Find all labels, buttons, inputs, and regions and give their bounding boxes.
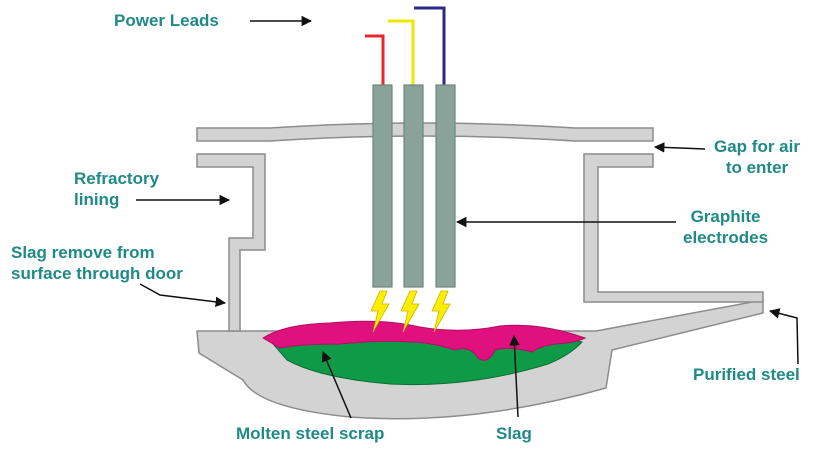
arrow-slag (509, 334, 520, 418)
arrow-gap-for-air (653, 142, 706, 153)
graphite-electrode-3 (435, 84, 456, 288)
power-lead-blue (414, 6, 446, 86)
label-purified-steel: Purified steel (693, 365, 800, 384)
label-molten-steel-scrap: Molten steel scrap (236, 424, 385, 443)
arc-spark-3 (431, 290, 451, 333)
power-lead-red (365, 34, 385, 86)
furnace-roof (196, 122, 654, 142)
graphite-electrode-1 (372, 84, 393, 288)
label-gap-for-air-line-1: Gap for air (714, 137, 800, 156)
graphite-electrode-2 (403, 84, 424, 288)
label-slag-remove-line-2: surface through door (11, 264, 183, 283)
label-graphite-electrodes-line-1: Graphite (690, 207, 761, 226)
furnace-right-wall (583, 153, 764, 303)
arrow-molten-steel-scrap (321, 351, 352, 419)
arc-spark-1 (370, 290, 390, 333)
label-power-leads: Power Leads (114, 11, 219, 30)
arc-spark-2 (400, 290, 420, 333)
furnace-left-wall (196, 153, 266, 332)
label-gap-for-air: Gap for air to enter (714, 136, 800, 178)
label-refractory-lining-line-2: lining (74, 190, 120, 209)
label-refractory-lining: Refractory lining (18, 168, 159, 210)
label-slag-remove: Slag remove from surface through door (11, 242, 183, 284)
label-graphite-electrodes: Graphite electrodes (683, 206, 768, 248)
label-graphite-electrodes-line-2: electrodes (683, 228, 769, 247)
slag-layer (262, 320, 587, 361)
arrow-purified-steel (768, 308, 799, 365)
label-slag-remove-line-1: Slag remove from (11, 243, 155, 262)
power-lead-yellow (388, 19, 415, 86)
label-gap-for-air-line-2: to enter (725, 158, 789, 177)
label-refractory-lining-line-1: Refractory (74, 169, 160, 188)
label-slag: Slag (496, 424, 532, 443)
arrow-slag-remove (139, 283, 227, 308)
